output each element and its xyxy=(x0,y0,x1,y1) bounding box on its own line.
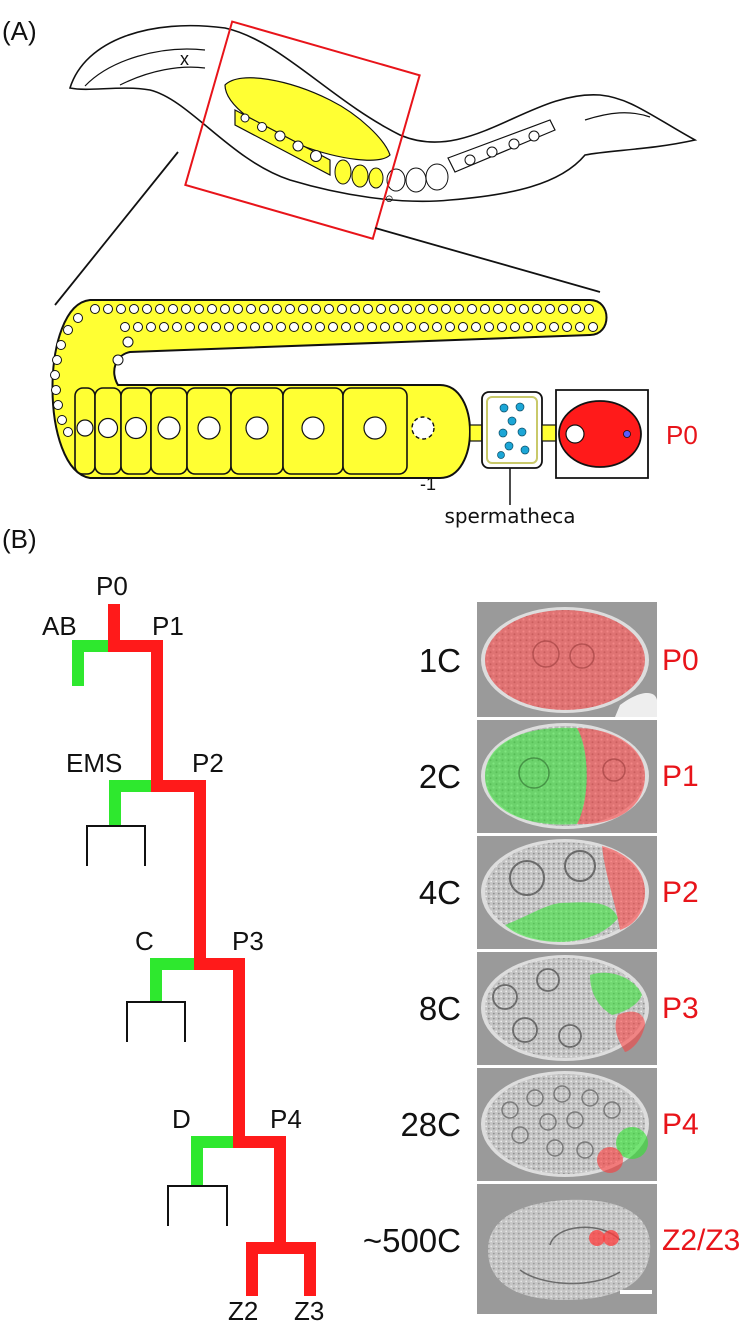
node-ab: AB xyxy=(42,611,77,641)
zoom-line-left xyxy=(54,151,179,306)
oocyte-index-label: -1 xyxy=(420,474,436,494)
p0-label-a: P0 xyxy=(666,420,698,450)
d-daughters xyxy=(167,1185,228,1226)
stage-8c-label: 8C xyxy=(419,990,461,1027)
germ-cell-labels: P0 P1 P2 P3 P4 Z2/Z3 xyxy=(662,644,740,1257)
embryo-500c xyxy=(477,1184,657,1314)
node-p2: P2 xyxy=(192,748,224,778)
embryo-stage-images xyxy=(477,602,657,1314)
germ-label-p0: P0 xyxy=(662,644,699,677)
zoom-line-right xyxy=(374,227,601,293)
stage-28c-label: 28C xyxy=(400,1106,461,1143)
branch-ab xyxy=(72,640,114,686)
node-ems: EMS xyxy=(66,748,122,778)
lineage-tree: P0 AB P1 EMS P2 C P3 D P4 Z2 Z3 xyxy=(42,571,324,1326)
stage-labels: 1C 2C 4C 8C 28C ~500C xyxy=(363,642,461,1259)
node-p0: P0 xyxy=(96,571,128,601)
embryo-4c xyxy=(477,836,657,949)
germ-label-p3: P3 xyxy=(662,992,699,1025)
oocytes xyxy=(74,387,435,475)
embryo-2c xyxy=(477,720,657,833)
branch-c xyxy=(150,958,200,1002)
embryo-28c xyxy=(477,1068,657,1181)
embryo-8c xyxy=(477,952,657,1065)
node-p1: P1 xyxy=(152,611,184,641)
embryo-1c xyxy=(477,602,657,717)
stage-500c-label: ~500C xyxy=(363,1222,461,1259)
branch-ems xyxy=(109,780,157,826)
svg-text:ဓ: ဓ xyxy=(385,189,393,205)
ems-daughters xyxy=(86,825,146,866)
stage-4c-label: 4C xyxy=(419,874,461,911)
uterus-embryo xyxy=(555,389,649,479)
node-p3: P3 xyxy=(232,926,264,956)
stage-2c-label: 2C xyxy=(419,758,461,795)
node-d: D xyxy=(172,1104,191,1134)
germ-label-p1: P1 xyxy=(662,760,699,793)
germ-label-p4: P4 xyxy=(662,1108,699,1141)
worm-body: x ဓ xyxy=(68,24,698,205)
scale-bar xyxy=(620,1290,652,1294)
stage-1c-label: 1C xyxy=(419,642,461,679)
germ-label-z2z3: Z2/Z3 xyxy=(662,1224,740,1257)
c-daughters xyxy=(126,1001,186,1042)
germline-path xyxy=(108,604,316,1296)
germ-label-p2: P2 xyxy=(662,876,699,909)
germ-nuclei xyxy=(50,304,598,437)
node-c: C xyxy=(135,926,154,956)
node-z3: Z3 xyxy=(294,1296,324,1326)
svg-text:x: x xyxy=(180,49,189,69)
spermatheca xyxy=(469,391,557,469)
node-z2: Z2 xyxy=(228,1296,258,1326)
branch-d xyxy=(191,1136,239,1186)
node-p4: P4 xyxy=(270,1104,302,1134)
panel-b-label: (B) xyxy=(2,524,37,554)
spermatheca-label: spermatheca xyxy=(444,504,575,528)
zoom-box xyxy=(184,20,421,240)
panel-a-label: (A) xyxy=(2,16,37,46)
